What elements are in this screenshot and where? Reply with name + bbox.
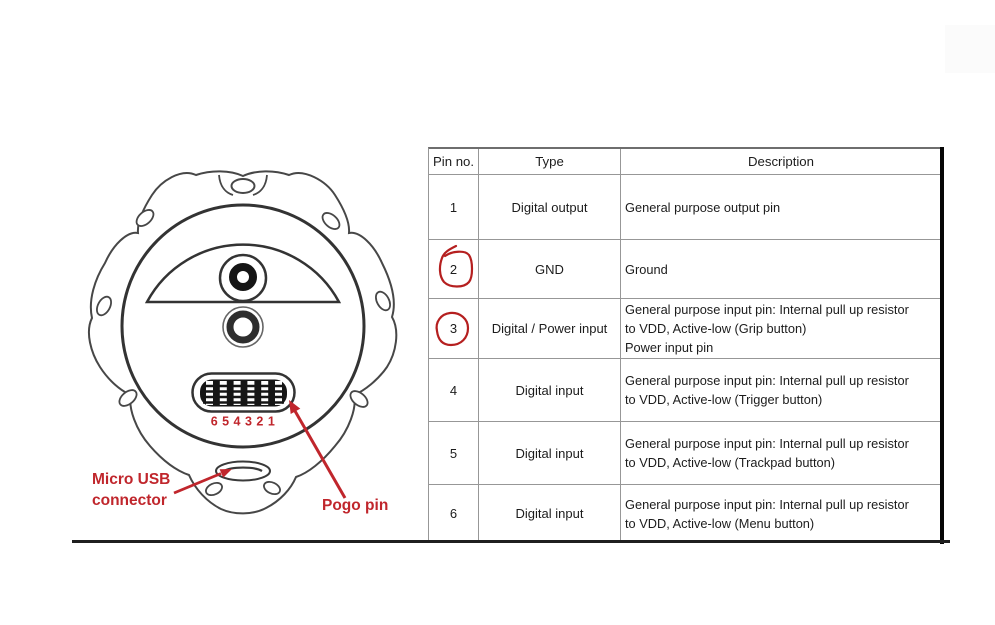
tracker-flange-outline: [88, 170, 398, 515]
tracker-body-circle: [120, 203, 366, 449]
camera-bezel: [218, 253, 268, 303]
camera-ring-icon: [229, 263, 257, 291]
center-ring-icon: [226, 310, 260, 344]
micro-usb-label-line2: connector: [92, 492, 167, 509]
rim-screw-holes: [96, 209, 391, 497]
pinout-table: Pin no. Type Description 1 Digital outpu…: [428, 147, 941, 542]
pin-type-cell: Digital output: [479, 175, 621, 240]
screw-hole-icon: [96, 295, 112, 317]
screw-hole-icon: [135, 209, 155, 227]
pogo-pin-arrow: [289, 400, 347, 499]
pin-type-cell: GND: [479, 240, 621, 299]
page-bottom-rule: [72, 540, 950, 543]
pogo-pin-rungs: [203, 384, 284, 404]
micro-usb-arrow: [173, 469, 232, 495]
pogo-pin-label: Pogo pin: [322, 497, 388, 514]
screw-hole-icon: [263, 480, 281, 496]
micro-usb-label-line1: Micro USB: [92, 471, 170, 488]
pin-description-cell: General purpose output pin: [621, 175, 941, 240]
pin-type-cell: Digital input: [479, 485, 621, 542]
red-annotations: 6 5 4 3 2 1 Micro USB connector Pogo pin: [92, 244, 474, 514]
header-description: Description: [621, 149, 941, 175]
header-type: Type: [479, 149, 621, 175]
pin-type-cell: Digital / Power input: [479, 299, 621, 359]
scan-artifact: [945, 25, 995, 73]
pin-number-cell: 4: [429, 359, 479, 422]
pin-number-cell: 5: [429, 422, 479, 485]
pin-numbers-label: 6 5 4 3 2 1: [211, 415, 276, 429]
pin-number-cell: 2: [429, 240, 479, 299]
micro-usb-port: [215, 460, 271, 482]
pin-description-cell: Ground: [621, 240, 941, 299]
pin-number-cell: 3: [429, 299, 479, 359]
table-right-border: [940, 147, 944, 544]
pogo-pin-connector: [191, 372, 296, 413]
screw-hole-icon: [321, 212, 341, 230]
pin-description-cell: General purpose input pin: Internal pull…: [621, 422, 941, 485]
pin-description-cell: General purpose input pin: Internal pull…: [621, 359, 941, 422]
pogo-pin-slots: [206, 381, 282, 405]
sensor-visor: [144, 243, 342, 304]
top-mount-notch: [218, 174, 268, 196]
pin-number-cell: 6: [429, 485, 479, 542]
center-ring-outer: [222, 306, 264, 348]
screw-hole-top: [230, 178, 256, 194]
screw-hole-icon: [375, 290, 391, 312]
pin-description-cell: General purpose input pin: Internal pull…: [621, 299, 941, 359]
pin-type-cell: Digital input: [479, 422, 621, 485]
pin-number-cell: 1: [429, 175, 479, 240]
header-pin-no: Pin no.: [429, 149, 479, 175]
screw-hole-icon: [349, 390, 369, 408]
pin-description-cell: General purpose input pin: Internal pull…: [625, 496, 909, 531]
pin-type-cell: Digital input: [479, 359, 621, 422]
screw-hole-icon: [118, 389, 138, 407]
screw-hole-icon: [205, 481, 223, 497]
